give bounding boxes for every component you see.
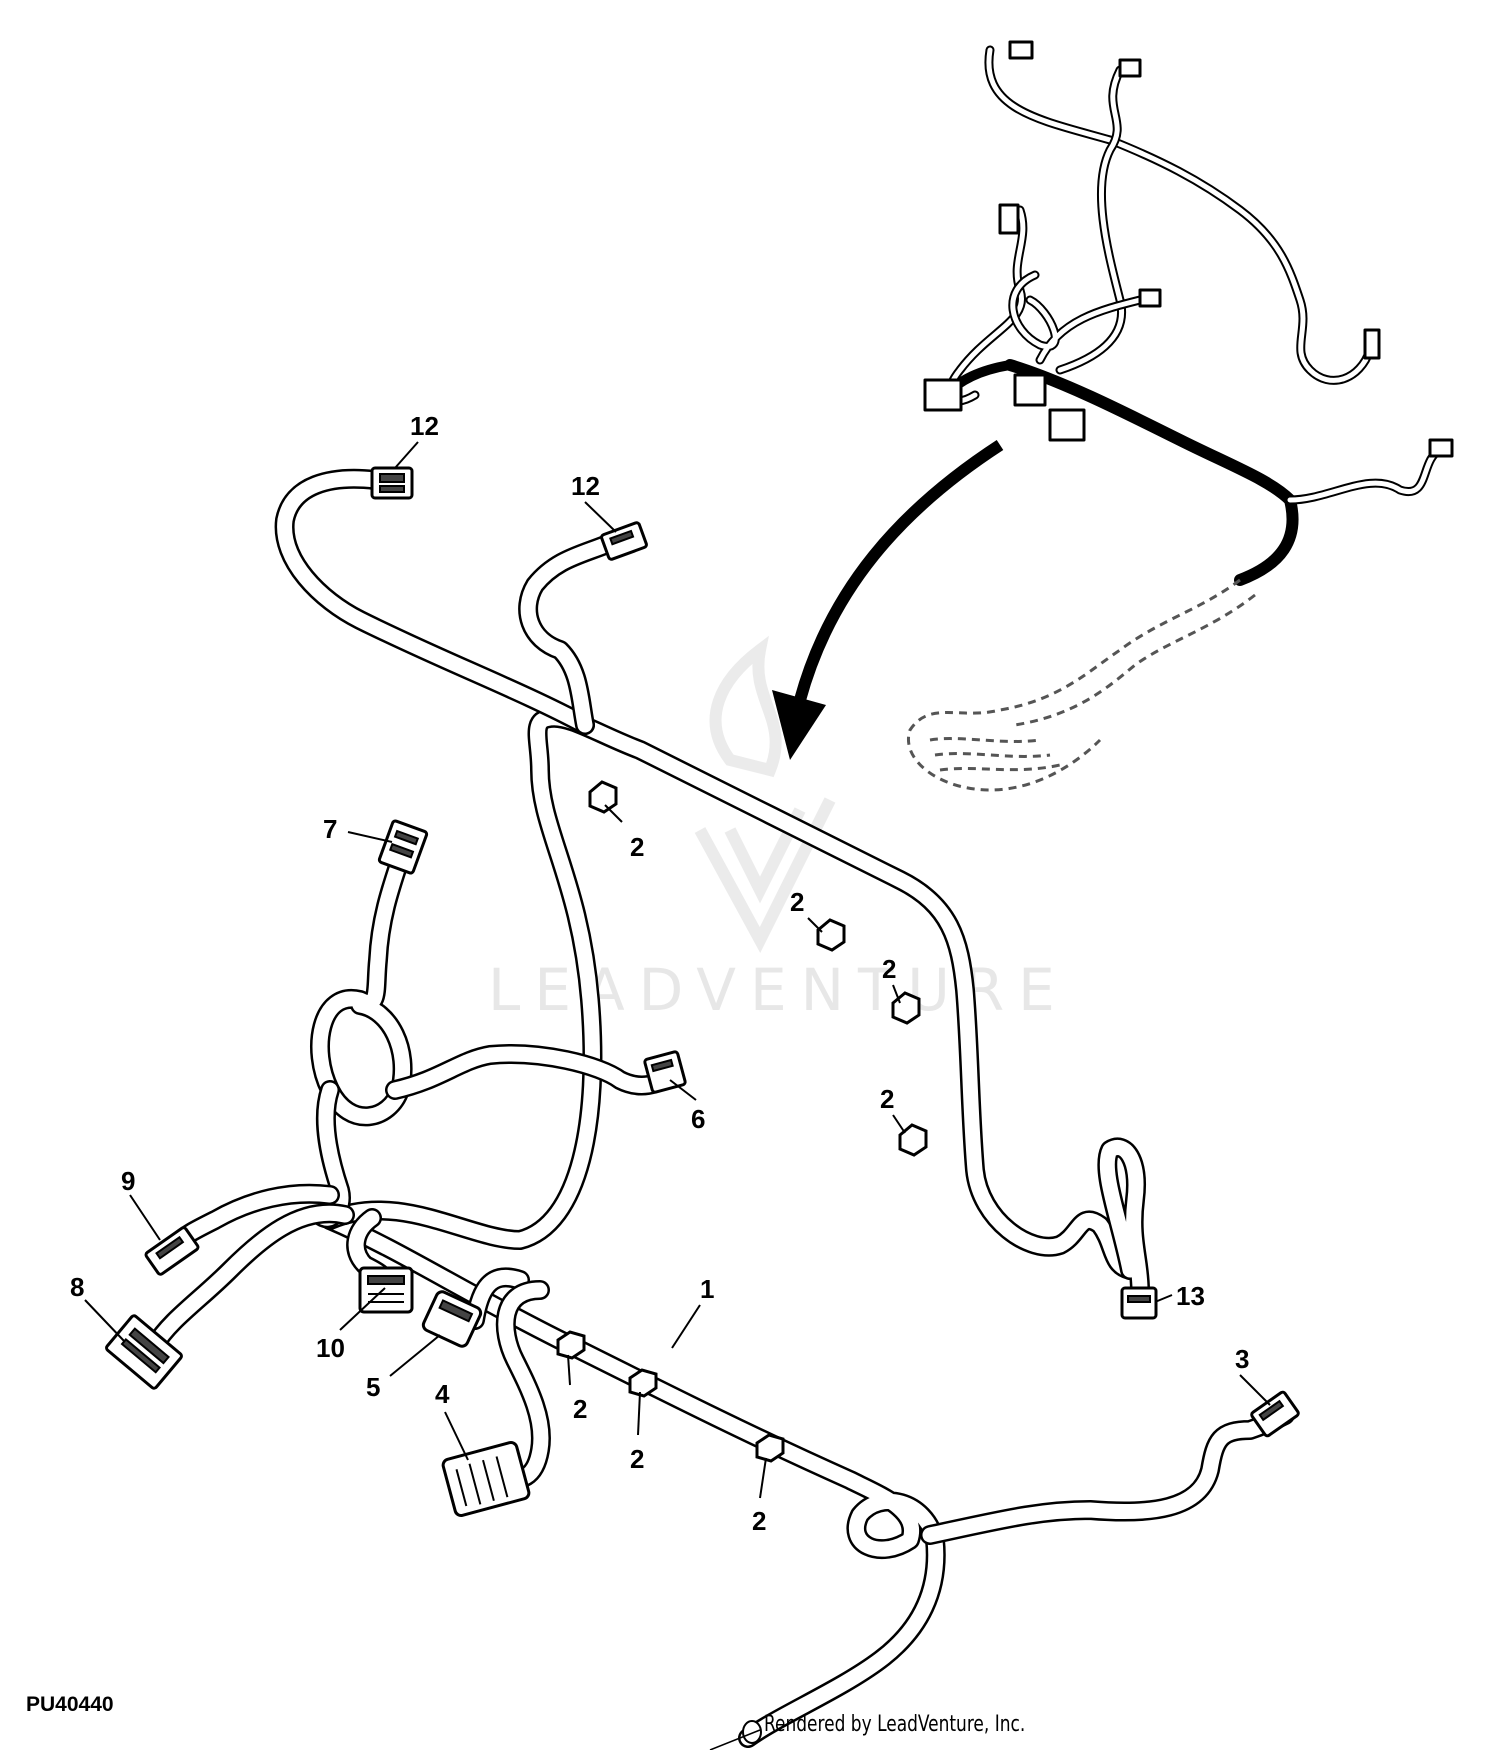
overview-connector-icon	[1428, 438, 1454, 458]
connector-4-icon	[441, 1441, 531, 1517]
callout-2: 2	[630, 832, 644, 862]
connector-10-icon	[358, 1266, 414, 1314]
overview-connector-icon	[1118, 58, 1142, 78]
render-credit: Rendered by LeadVenture, Inc.	[764, 1712, 1026, 1737]
connector-11-icon	[600, 521, 648, 561]
arrow-head-icon	[772, 690, 826, 760]
watermark-text: LEADVENTURE	[488, 956, 1069, 1024]
overview-harness	[772, 40, 1454, 792]
connector-7-icon	[377, 819, 429, 875]
callout-11: 12	[571, 471, 600, 501]
callout-1: 1	[700, 1274, 714, 1304]
callout-5: 5	[366, 1372, 380, 1402]
leader-lines	[84, 441, 1271, 1499]
watermark-logo-icon	[694, 635, 836, 953]
connector-13-icon	[1120, 1286, 1158, 1320]
overview-connector-icon	[1048, 408, 1086, 442]
cable-end-icon	[742, 1720, 762, 1744]
callout-13: 13	[1176, 1281, 1205, 1311]
callout-6: 6	[691, 1104, 705, 1134]
callout-2: 2	[573, 1394, 587, 1424]
callout-4: 4	[435, 1379, 450, 1409]
connector-5-icon	[421, 1290, 483, 1348]
callout-2: 2	[790, 887, 804, 917]
callout-labels: 12 12 7 6 9 8 10 5 4 1 3 13 2 2 2 2 2 2 …	[70, 411, 1249, 1536]
callout-2: 2	[630, 1444, 644, 1474]
figure-id: PU40440	[26, 1693, 114, 1716]
callout-3: 3	[1235, 1344, 1249, 1374]
connector-8-icon	[105, 1314, 183, 1390]
callout-9: 9	[121, 1166, 135, 1196]
overview-connector-icon	[1008, 40, 1034, 60]
overview-connector-icon	[998, 203, 1020, 235]
callout-8: 8	[70, 1272, 84, 1302]
callout-2: 2	[752, 1506, 766, 1536]
callout-10: 10	[316, 1333, 345, 1363]
callout-2: 2	[882, 954, 896, 984]
connector-9-icon	[144, 1226, 200, 1276]
callout-2: 2	[880, 1084, 894, 1114]
direction-arrow-icon	[794, 439, 1004, 702]
overview-connector-icon	[1013, 373, 1047, 407]
connector-6-icon	[643, 1050, 687, 1094]
overview-connector-icon	[1363, 328, 1381, 360]
overview-connector-icon	[923, 378, 963, 412]
main-harness	[145, 468, 1295, 1750]
connector-12-icon	[370, 466, 414, 500]
callout-7: 7	[323, 814, 337, 844]
overview-ghost-outline	[907, 578, 1256, 792]
overview-connector-icon	[1138, 288, 1162, 308]
clip-icon	[556, 780, 928, 1463]
callout-12: 12	[410, 411, 439, 441]
